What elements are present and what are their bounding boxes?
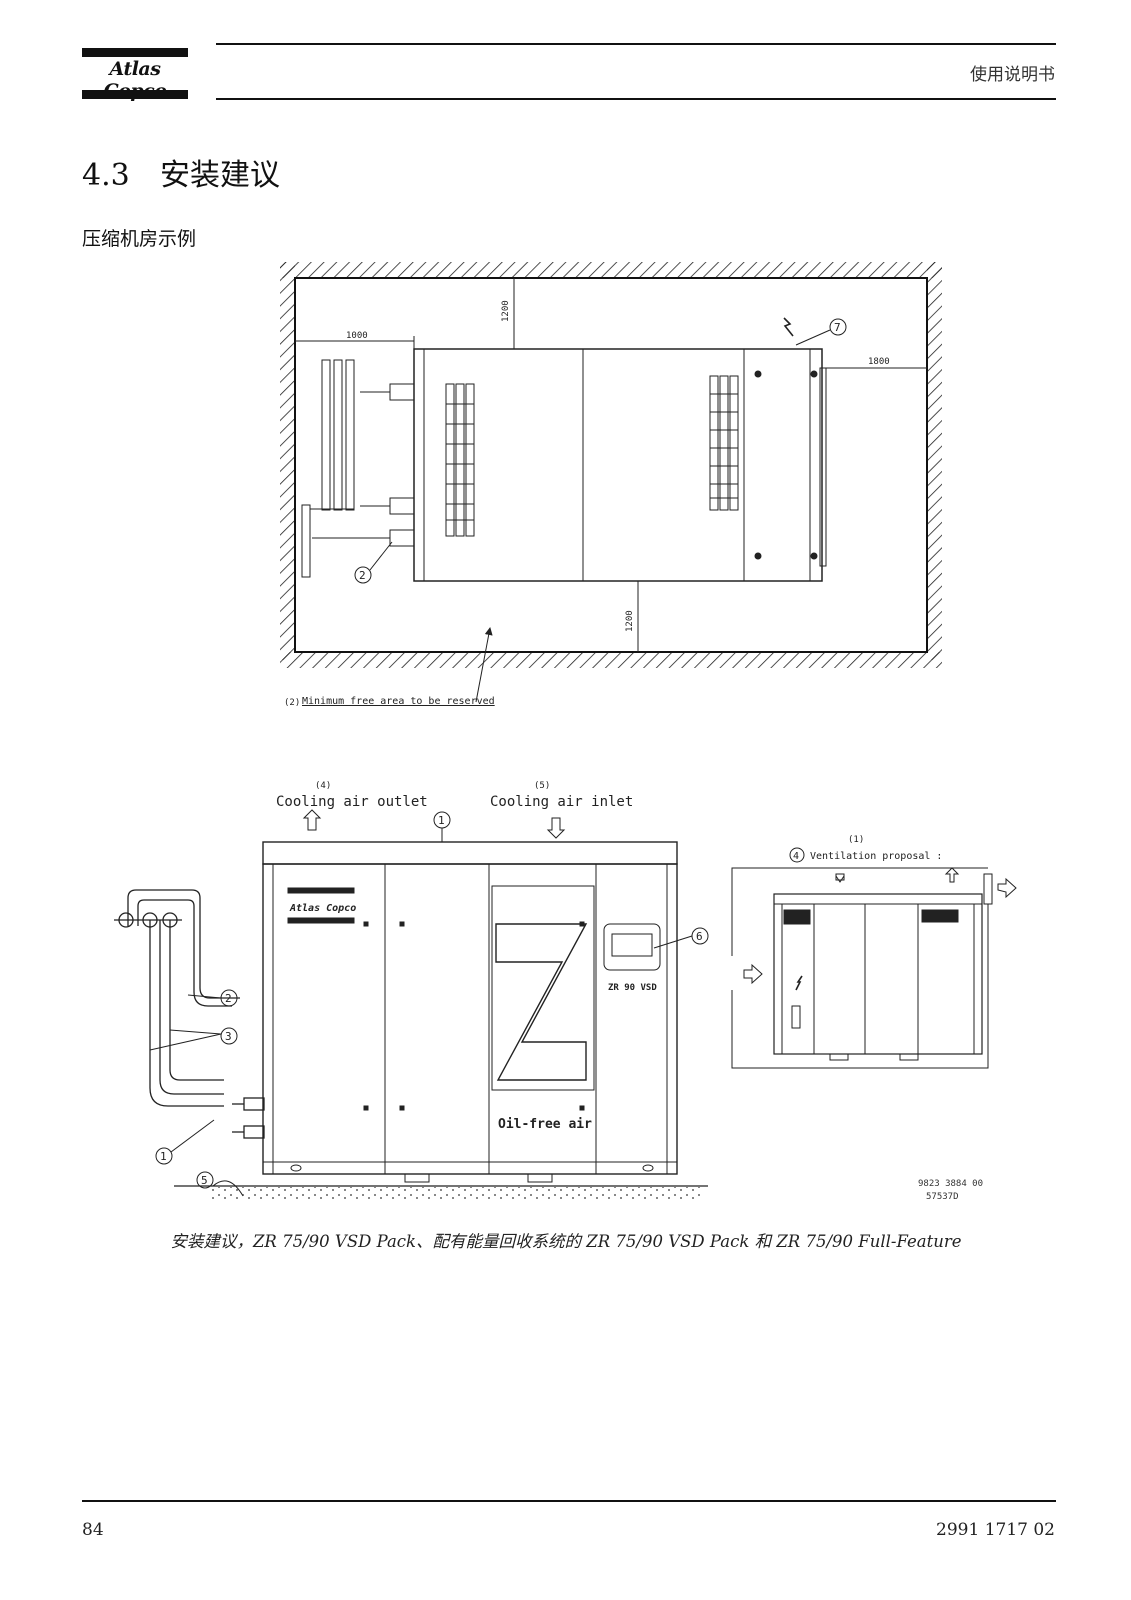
- dim-right: 1800: [868, 357, 890, 367]
- footer-rule: [82, 1500, 1056, 1502]
- compressor-front: [262, 841, 678, 1183]
- svg-text:7: 7: [834, 321, 841, 334]
- outlet-arrow-icon: [302, 809, 322, 831]
- document-type: 使用说明书: [970, 65, 1055, 85]
- figure-subtitle: 压缩机房示例: [82, 228, 197, 250]
- inlet-ref: (5): [534, 781, 550, 791]
- section-title: 安装建议: [160, 158, 280, 193]
- svg-text:6: 6: [696, 930, 703, 943]
- dim-bottom: 1200: [625, 610, 635, 632]
- dim-top: 1200: [501, 300, 511, 322]
- callout-6: 6: [653, 927, 709, 949]
- piping-front: [114, 889, 265, 1139]
- callout-1-top: 1: [433, 811, 451, 842]
- panel-logo: Atlas Copco: [289, 903, 356, 914]
- oil-free-badge: Oil-free air: [498, 1117, 592, 1132]
- header-rule-bottom: [216, 98, 1056, 100]
- figure-caption: 安装建议，ZR 75/90 VSD Pack、配有能量回收系统的 ZR 75/9…: [170, 1232, 962, 1251]
- compressor-plan: [312, 348, 827, 582]
- header-rule-top: [216, 43, 1056, 45]
- piping-plan: [301, 359, 355, 578]
- svg-text:1: 1: [438, 814, 445, 827]
- svg-text:Minimum free area to be reserv: Minimum free area to be reserved: [302, 696, 495, 707]
- cooling-air-inlet-label: Cooling air inlet: [490, 794, 633, 810]
- dim-left: 1000: [346, 331, 368, 341]
- outlet-ref: (4): [315, 781, 331, 791]
- drawing-ref-number: 9823 3884 00: [918, 1179, 983, 1189]
- svg-text:2: 2: [225, 992, 232, 1005]
- section-heading: 4.3 安装建议: [82, 150, 280, 194]
- ventilation-room: [731, 867, 1017, 1069]
- svg-text:3: 3: [225, 1030, 232, 1043]
- ventilation-proposal-label: Ventilation proposal :: [810, 851, 942, 862]
- ground-hatch: [208, 1187, 702, 1199]
- section-number: 4.3: [82, 158, 130, 193]
- svg-text:1: 1: [160, 1150, 167, 1163]
- drawing-ref-code: 57537D: [926, 1192, 959, 1202]
- logo-bar-bottom: [82, 90, 188, 99]
- page-number: 84: [82, 1520, 104, 1540]
- logo-bar-top: [82, 48, 188, 57]
- callout-2-front: 2: [187, 989, 238, 1007]
- callout-1-front: 1: [155, 1119, 215, 1165]
- document-number: 2991 1717 02: [936, 1520, 1055, 1540]
- svg-text:5: 5: [201, 1174, 208, 1187]
- ventilation-ref: (1): [848, 835, 864, 845]
- callout-7: 7: [783, 317, 847, 346]
- callout-2-plan: 2: [354, 541, 393, 584]
- callout-3: 3: [149, 1027, 238, 1051]
- dimension-lines: [295, 278, 927, 652]
- model-badge: ZR 90 VSD: [608, 983, 657, 993]
- room-walls: [280, 262, 942, 668]
- callout-4: 4: [789, 847, 805, 863]
- cooling-air-outlet-label: Cooling air outlet: [276, 794, 428, 810]
- inlet-arrow-icon: [546, 817, 566, 839]
- free-area-note: (2) Minimum free area to be reserved: [284, 627, 495, 708]
- svg-text:(2): (2): [284, 698, 300, 708]
- svg-text:4: 4: [793, 851, 799, 862]
- svg-text:2: 2: [359, 569, 366, 582]
